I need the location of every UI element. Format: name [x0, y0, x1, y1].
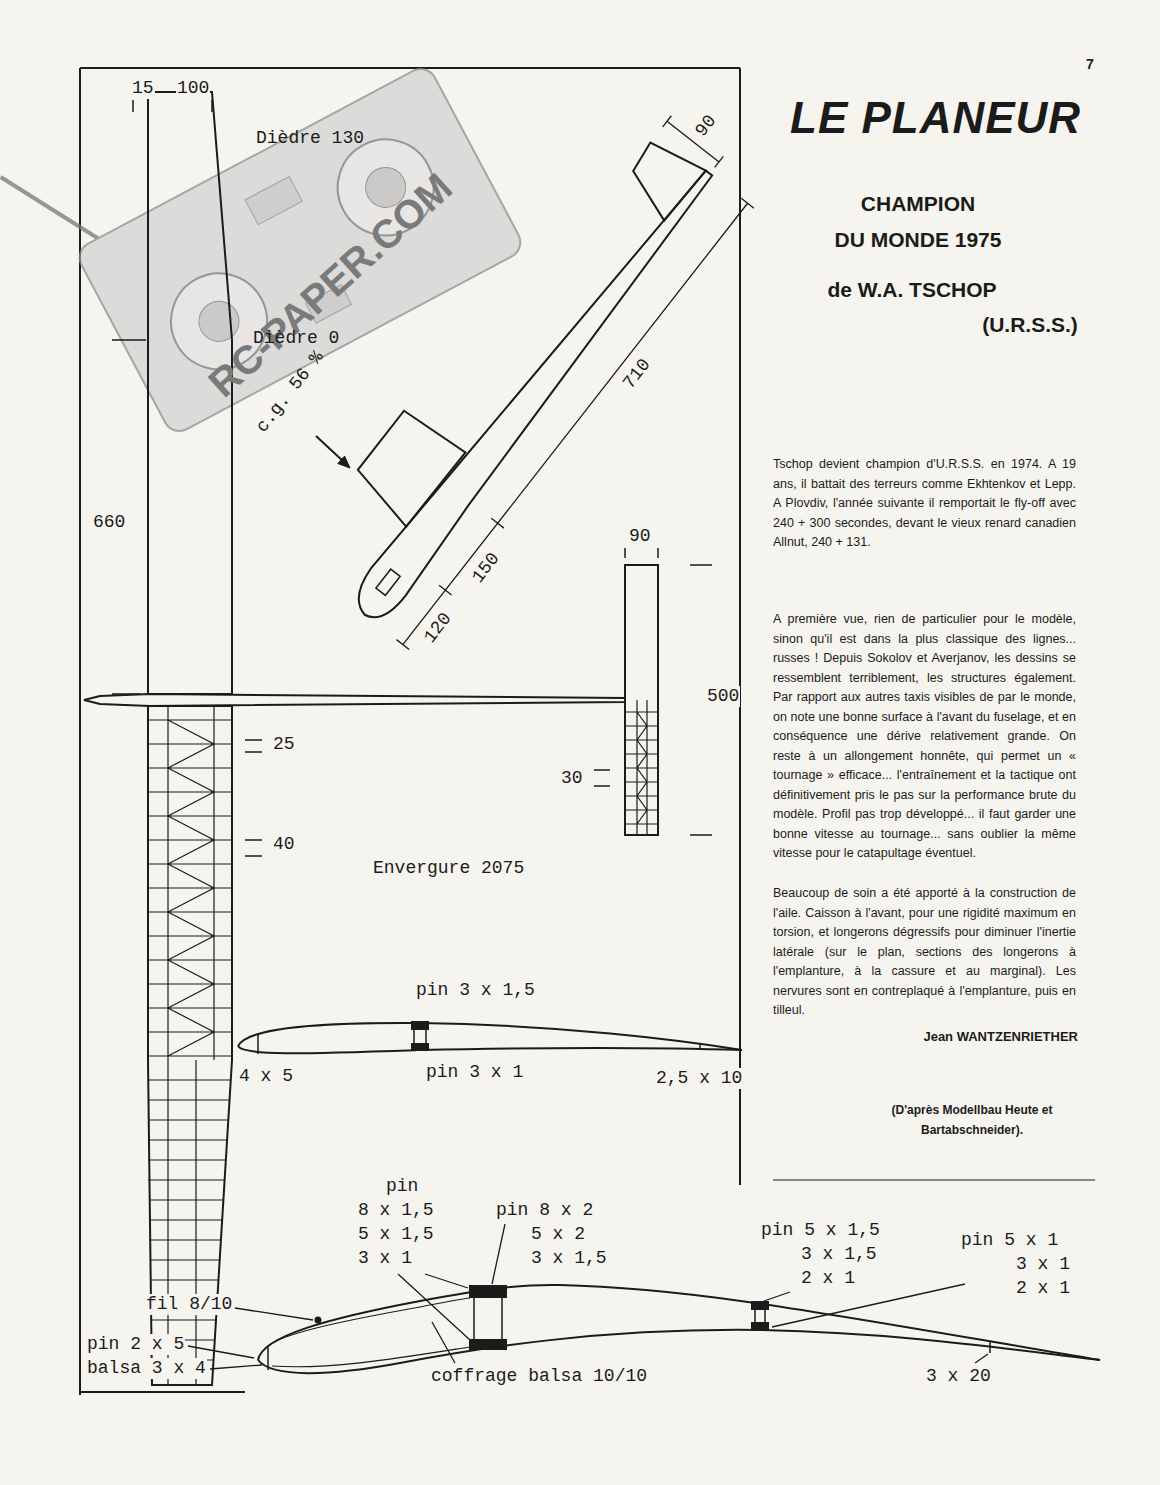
canopy-hatch [376, 569, 400, 595]
spar-cap [752, 1302, 768, 1309]
dimension-ticks [594, 548, 712, 835]
part-size: balsa 3 x 4 [86, 1358, 207, 1379]
cg-arrowhead [338, 456, 350, 468]
transmitter-case [74, 63, 526, 436]
airfoil-lower [238, 1046, 742, 1053]
article-author: Jean WANTZENRIETHER [773, 1030, 1078, 1045]
spar-cap [412, 1022, 428, 1029]
dimension: 120 [419, 608, 456, 648]
airfoil-upper [258, 1285, 1100, 1360]
spar-size: pin 5 x 1,5 [760, 1220, 881, 1241]
fin [618, 133, 706, 222]
body-paragraph: A première vue, rien de particulier pour… [773, 610, 1076, 864]
wing-rib-structure [148, 706, 232, 1385]
dihedral-note: Dièdre 0 [252, 328, 340, 349]
body-paragraph: Tschop devient champion d'U.R.S.S. en 19… [773, 455, 1076, 553]
part-size: 3 x 20 [925, 1366, 992, 1387]
spar-size: 3 x 1 [1015, 1254, 1071, 1275]
dihedral-note: Dièdre 130 [255, 128, 365, 149]
page-title: LE PLANEUR [790, 93, 1081, 143]
wing-root [349, 407, 466, 527]
spar-size: 3 x 1,5 [800, 1244, 878, 1265]
wing-panel-outline [148, 706, 232, 1385]
spar-size: 2 x 1 [1015, 1278, 1071, 1299]
dimension: 30 [560, 768, 584, 789]
spar-cap [412, 1044, 428, 1050]
rib-spacing-ticks [245, 740, 262, 856]
spar-size: pin 3 x 1 [425, 1062, 524, 1083]
subtitle-line: DU MONDE 1975 [835, 228, 1002, 252]
dimension-lines [313, 116, 767, 650]
spar-size: pin 8 x 2 [495, 1200, 594, 1221]
spar-cap [752, 1323, 768, 1330]
watermark: RC-PAPER.COM [199, 164, 460, 406]
country-line: (U.R.S.S.) [982, 313, 1078, 337]
stabilizer-structure [625, 700, 658, 835]
spar-size: 8 x 1,5 [357, 1200, 435, 1221]
d-box-sheeting [264, 1298, 470, 1367]
spar-size: 3 x 1,5 [530, 1248, 608, 1269]
spar-cap [470, 1340, 506, 1349]
part-size: pin 2 x 5 [86, 1334, 185, 1355]
body-paragraph: Beaucoup de soin a été apporté à la cons… [773, 884, 1076, 1021]
transmitter-picture [1, 0, 526, 451]
cg-arrow [316, 436, 344, 462]
spar-size: 2 x 1 [800, 1268, 856, 1289]
spar-size: 5 x 1,5 [357, 1224, 435, 1245]
spar-size: pin 3 x 1,5 [415, 980, 536, 1001]
fuselage-top-view [84, 694, 625, 706]
dimension: 90 [628, 526, 652, 547]
dimension: 150 [467, 548, 504, 588]
part-size: coffrage balsa 10/10 [430, 1366, 648, 1387]
spar-size: 5 x 2 [530, 1224, 586, 1245]
airfoil-upper [238, 1023, 742, 1050]
dimension: 15 [131, 78, 155, 99]
spar-size: pin 5 x 1 [960, 1230, 1059, 1251]
source-credit: (D'après Modellbau Heute et Bartabschnei… [872, 1100, 1072, 1140]
dimension: 100 [176, 78, 210, 99]
stabilizer-outline [625, 565, 658, 835]
page-number: 7 [1086, 56, 1094, 72]
spar-cap [470, 1286, 506, 1297]
wingspan-note: Envergure 2075 [372, 858, 525, 879]
spar-size: 3 x 1 [357, 1248, 413, 1269]
dimension: 710 [618, 354, 655, 394]
spar-size: pin [385, 1176, 419, 1197]
dimension-ticks [112, 100, 212, 694]
article-rule [773, 1179, 1095, 1180]
part-size: fil 8/10 [145, 1294, 233, 1315]
spar-web [258, 1029, 700, 1054]
dimension: 25 [272, 734, 296, 755]
part-size: 2,5 x 10 [655, 1068, 743, 1089]
subtitle-line: CHAMPION [861, 192, 975, 216]
part-size: 4 x 5 [238, 1066, 294, 1087]
spar-web [268, 1297, 990, 1370]
leader-lines [188, 1224, 988, 1369]
switch-panel [245, 176, 302, 224]
turbulator-wire [316, 1318, 321, 1323]
dimension: 40 [272, 834, 296, 855]
dimension: 660 [92, 512, 126, 533]
author-line: de W.A. TSCHOP [827, 278, 996, 302]
dimension: 90 [691, 110, 722, 141]
dimension: 500 [706, 686, 740, 707]
